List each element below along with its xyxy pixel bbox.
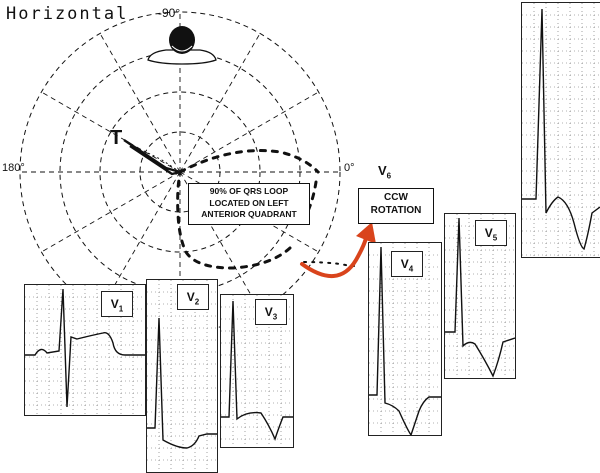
lead-label-v2: V2 [177, 284, 209, 310]
ccw-line-1: CCW [384, 192, 408, 203]
lead-label-v6: V6 [378, 163, 392, 181]
note-line-2: LOCATED ON LEFT [209, 197, 289, 208]
polar-ring [99, 91, 261, 253]
ecg-grid [25, 285, 145, 415]
angle-left-label: 180° [2, 162, 25, 174]
ecg-strip-v4: V4 [368, 242, 442, 436]
angle-right-label: 0° [344, 162, 355, 174]
t-loop [123, 139, 181, 176]
ecg-grid [147, 280, 217, 472]
head-icon [147, 26, 217, 65]
ecg-grid [445, 214, 515, 378]
note-line-3: ANTERIOR QUADRANT [201, 209, 297, 219]
lead-label-v3: V3 [255, 299, 287, 325]
angle-top-label: -90° [158, 6, 181, 20]
t-label: T [110, 127, 122, 149]
polar-spoke [41, 171, 181, 253]
ecg-trace-v6 [522, 3, 600, 257]
ccw-line-2: ROTATION [370, 205, 422, 216]
qrs-loop-tail [303, 261, 357, 267]
note-line-1: 90% OF QRS LOOP [209, 186, 289, 196]
ccw-rotation-box: CCW ROTATION [358, 188, 434, 224]
ccw-arrow [300, 222, 376, 279]
ecg-strip-v6 [521, 2, 600, 258]
t-loop-dots [141, 149, 181, 173]
qrs-loop [176, 149, 320, 270]
ecg-grid [522, 3, 600, 257]
qrs-note-box: 90% OF QRS LOOP LOCATED ON LEFT ANTERIOR… [188, 183, 310, 225]
ecg-trace-v5 [445, 214, 515, 378]
ecg-trace-v1 [25, 285, 145, 415]
ecg-strip-v1: V1 [24, 284, 146, 416]
ecg-strip-v5: V5 [444, 213, 516, 379]
ecg-trace-v2 [147, 280, 217, 472]
polar-ring [19, 11, 341, 333]
lead-label-v1: V1 [101, 291, 133, 317]
ecg-strip-v2: V2 [146, 279, 218, 473]
figure-title: Horizontal [6, 4, 129, 24]
ecg-strip-v3: V3 [220, 294, 294, 448]
lead-label-v4: V4 [391, 251, 423, 277]
lead-label-v5: V5 [475, 220, 507, 246]
